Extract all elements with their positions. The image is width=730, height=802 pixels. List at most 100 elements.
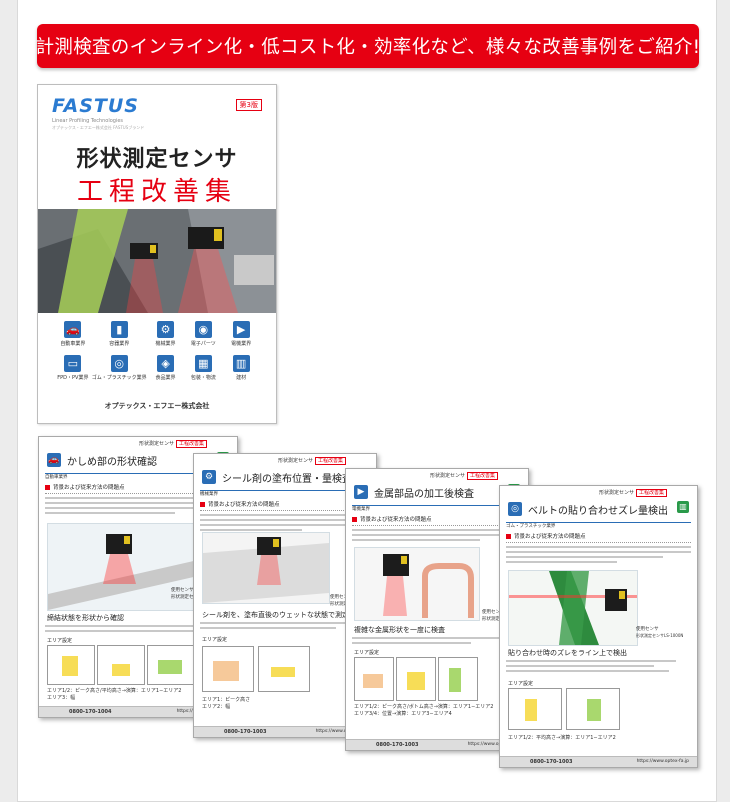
sheet-photo [202,532,330,604]
edition-badge: 第3版 [235,99,262,111]
disc-icon: ◉ [194,321,212,338]
company-name: オプテックス・エフエー株式会社 [104,402,210,410]
sheet-title: かしめ部の形状確認 [67,457,157,468]
gear-icon: ⚙ [202,470,216,484]
industry-item: ▶電機業界 [231,321,252,347]
building-icon: ▥ [232,355,250,372]
area-diagram [438,657,478,701]
gear-icon: ⚙ [157,321,175,338]
area-label: エリア設定 [47,638,73,644]
roll-icon: ◎ [508,502,522,516]
area-diagram [202,646,254,692]
sheet-tag: 形状測定センサ工程改善集 [278,457,346,465]
industry-item: ▥建材 [222,355,260,381]
body-text [200,514,370,534]
area-label: エリア設定 [354,650,380,656]
sheet-category: 機械業界 [200,492,218,497]
sheet-photo [47,523,199,611]
roll-icon: ◎ [110,355,128,372]
industry-item: ◈食品業界 [155,355,176,381]
cover-subtitle: 工程改善集 [76,177,237,207]
sheet-photo [508,570,638,646]
logo-tagline: Linear Profiling Technologies [52,118,124,124]
fastus-logo: FASTUS [52,95,139,117]
area-diagram [97,645,145,685]
sensor-value: 形状測定センサ [482,617,514,622]
body-text [45,497,231,517]
background-heading: 背景および従来方法の問題点 [352,515,522,526]
sheet-tag: 形状測定センサ工程改善集 [139,440,207,448]
body-text [200,622,370,632]
industry-item: ▭FPD・PV業界 [57,355,89,381]
sheet-header: ◎ ベルトの貼り合わせズレ量検出 ▥ [506,500,691,523]
area-diagram [508,688,562,730]
sheet-title: シール剤の塗布位置・量検査 [222,474,352,485]
case-sheet-4[interactable]: 形状測定センサ工程改善集 ◎ ベルトの貼り合わせズレ量検出 ▥ ゴム・プラスチッ… [499,485,698,768]
background-heading: 背景および従来方法の問題点 [506,532,691,543]
sheet-category: ゴム・プラスチック業界 [506,524,556,529]
sensor-value: 形状測定センサLS-1000N [636,633,684,638]
sensor-label: 使用センサ [330,595,353,600]
background-heading: 背景および従来方法の問題点 [200,500,370,511]
headline-banner: 計測検査のインライン化・低コスト化・効率化など、様々な改善事例をご紹介! [36,24,700,68]
sheet-subheading: 締結状態を形状から確認 [47,614,124,622]
area-note: エリア1/2：平均高さ→演算：エリア1−エリア2 [508,735,616,741]
package-icon: ▦ [194,355,212,372]
area-label: エリア設定 [202,637,228,643]
industry-icon-grid: 🚗自動車業界 ▮容器業界 ⚙機械業界 ◉電子パーツ ▶電機業界 ▭FPD・PV業… [54,321,260,381]
sheet-subheading: シール剤を、塗布直後のウェットな状態で測定 [202,611,349,619]
body-text [45,625,231,635]
area-note: エリア1/2：ピーク高さ/ボトム高さ→演算：エリア1−エリア2 [354,704,494,710]
bottle-icon: ▮ [110,321,128,338]
car-icon: 🚗 [47,453,61,467]
industry-item: 🚗自動車業界 [60,321,86,347]
sensor-value: 形状測定センサ [171,595,203,600]
body-text [352,637,522,647]
area-note-2: エリア2：幅 [202,704,231,710]
industry-item: ⚙機械業界 [155,321,176,347]
sheet-title: 金属部品の加工後検査 [374,489,474,500]
sensor-label: 使用センサ [482,610,505,615]
industry-item: ▦包装・物流 [190,355,216,381]
area-diagram [354,657,394,701]
cover-title: 形状測定センサ [76,147,238,172]
area-note-2: エリア3：幅 [47,695,76,701]
sheet-title: ベルトの貼り合わせズレ量検出 [528,506,668,517]
sheet-header: ▶ 金属部品の加工後検査 ▥ [352,483,522,506]
food-icon: ◈ [157,355,175,372]
industry-item: ◉電子パーツ [190,321,216,347]
sheet-tag: 形状測定センサ工程改善集 [430,472,498,480]
cover-photo [38,209,276,313]
sheet-photo [354,547,480,621]
logo-tagline-2: オプテックス・エフエー株式会社 FASTUSブランド [52,125,145,130]
body-text [506,660,691,675]
area-note-2: エリア3/4：位置→演算：エリア3−エリア4 [354,711,452,717]
body-text [352,529,522,544]
area-diagram [258,646,310,692]
motor-icon: ▶ [232,321,250,338]
car-icon: 🚗 [64,321,82,338]
industry-item: ▮容器業界 [109,321,130,347]
industry-item: ◎ゴム・プラスチック業界 [91,355,147,381]
sensor-label: 使用センサ [171,588,194,593]
sheet-category: 電機業界 [352,507,370,512]
area-label: エリア設定 [508,681,534,687]
sheet-tag: 形状測定センサ工程改善集 [599,489,667,497]
area-diagram [147,645,195,685]
background-heading: 背景および従来方法の問題点 [45,483,231,494]
sheet-category: 自動車業界 [45,475,68,480]
body-text [506,546,691,566]
brochure-cover[interactable]: FASTUS Linear Profiling Technologies オプテ… [37,84,277,424]
green-category-icon: ▥ [677,501,689,513]
area-diagram [566,688,620,730]
area-note: エリア1：ピーク高さ [202,697,251,703]
area-diagram [47,645,95,685]
sensor-label: 使用センサ [636,627,659,632]
monitor-icon: ▭ [64,355,82,372]
area-note: エリア1/2：ピーク高さ/平均高さ→演算：エリア1−エリア2 [47,688,182,694]
motor-icon: ▶ [354,485,368,499]
